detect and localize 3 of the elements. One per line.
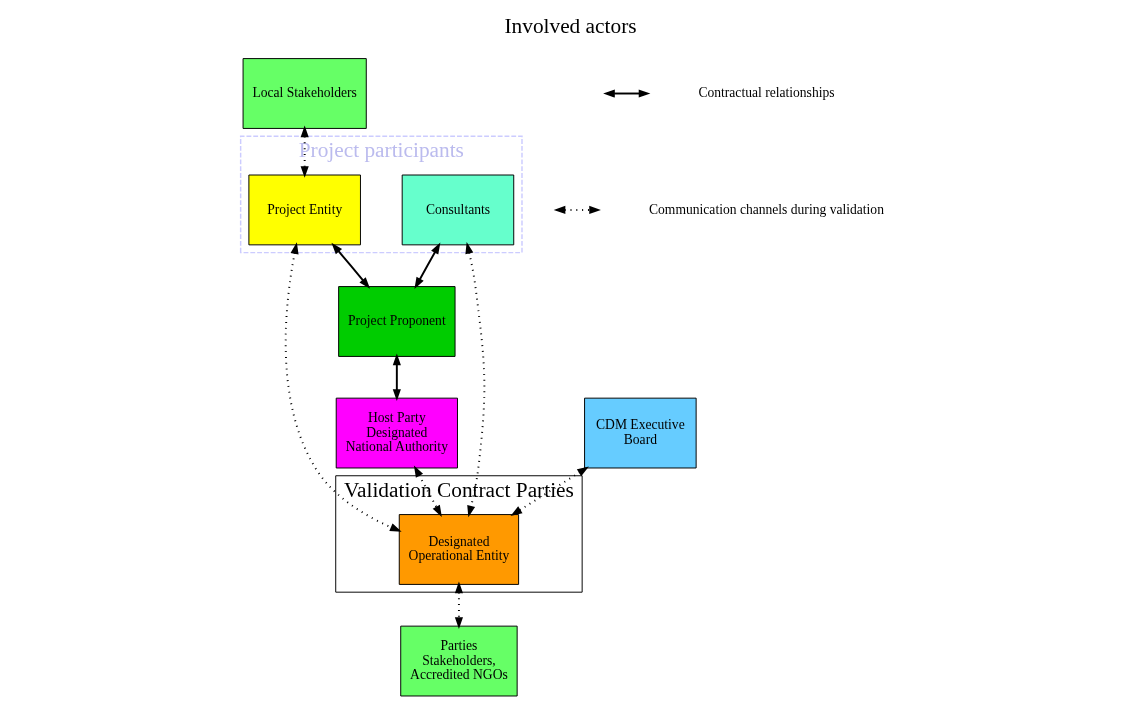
diagram-title: Involved actors — [503, 13, 637, 38]
legend-label: Communication channels during validation — [648, 201, 884, 217]
legend-label: Contractual relationships — [697, 85, 835, 101]
